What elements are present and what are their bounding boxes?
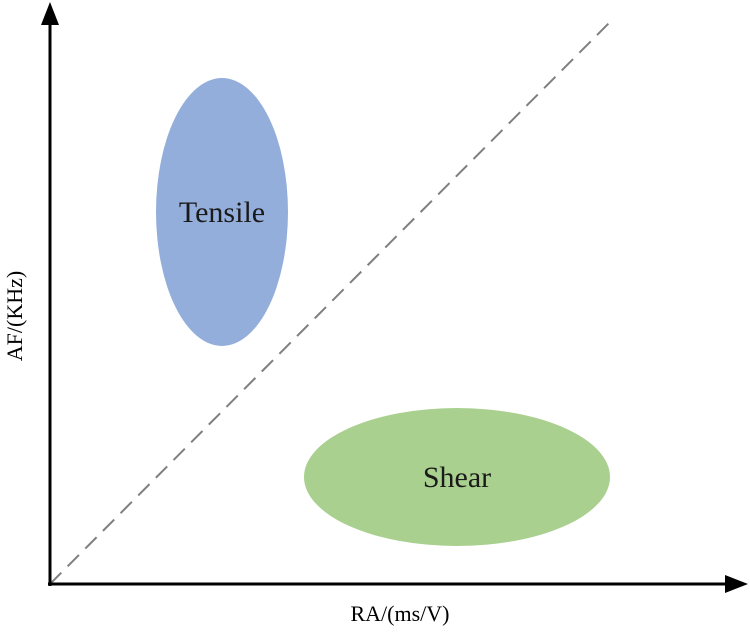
shear-region: [304, 408, 610, 546]
divider-dashed-line: [49, 19, 613, 585]
y-axis-label: AF/(KHz): [2, 271, 27, 361]
x-axis-arrowhead: [725, 575, 748, 593]
x-axis-label: RA/(ms/V): [351, 601, 450, 626]
tensile-label: Tensile: [179, 196, 265, 229]
shear-label: Shear: [423, 461, 491, 494]
tensile-region: [156, 78, 288, 346]
y-axis-arrowhead: [41, 2, 59, 25]
